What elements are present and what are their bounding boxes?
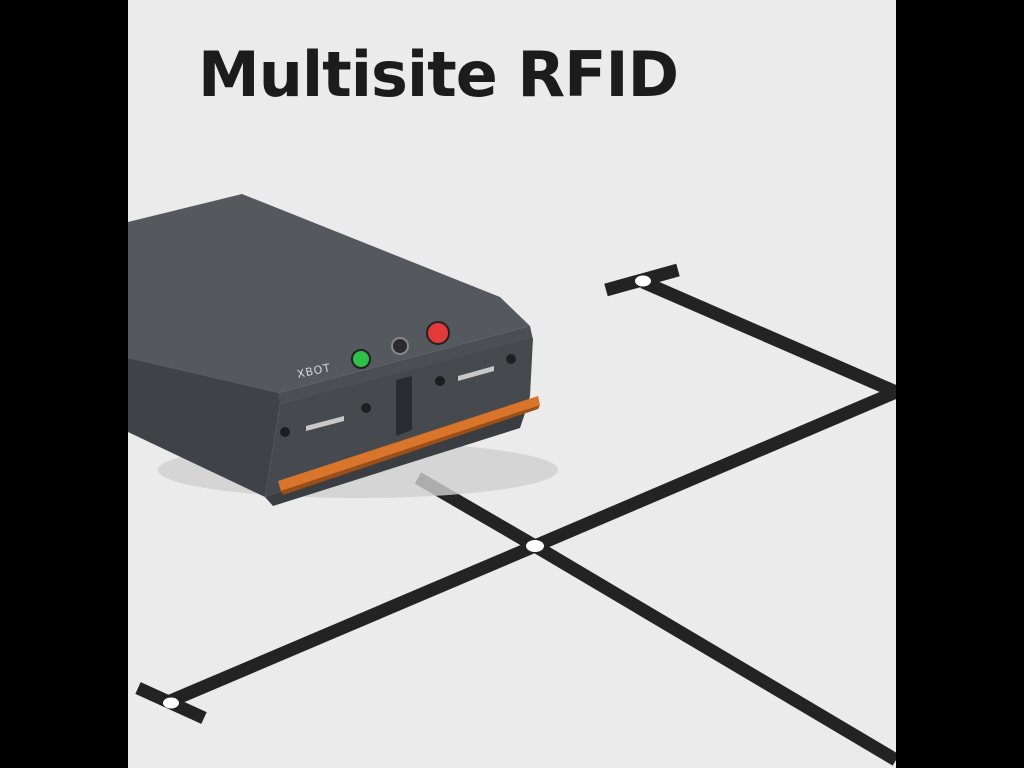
robot-screws bbox=[280, 354, 516, 437]
track-line-northeast bbox=[532, 386, 896, 552]
robot-bumper bbox=[278, 396, 540, 491]
rfid-markers bbox=[163, 275, 651, 709]
product-image: Multisite RFID bbox=[128, 0, 896, 768]
rfid-marker-bottom bbox=[163, 697, 179, 709]
robot-handle-left bbox=[306, 416, 344, 431]
floor-tracks bbox=[135, 263, 896, 766]
track-line-southeast bbox=[531, 540, 896, 766]
rfid-marker-crossing bbox=[526, 540, 544, 552]
robot-bumper-shade bbox=[281, 405, 540, 495]
track-line-southwest bbox=[165, 540, 538, 708]
red-stop-button bbox=[426, 321, 450, 345]
robot-handle-right bbox=[458, 366, 494, 381]
page-title: Multisite RFID bbox=[198, 38, 679, 111]
robot-side bbox=[128, 358, 280, 497]
agv-robot: XBOT bbox=[128, 194, 540, 506]
rfid-marker-top bbox=[635, 275, 651, 287]
key-switch bbox=[391, 337, 409, 355]
robot-center-slot bbox=[396, 376, 412, 436]
robot-top bbox=[128, 194, 530, 393]
floor-scene: XBOT bbox=[128, 194, 896, 766]
track-line-north bbox=[640, 276, 896, 398]
green-start-button bbox=[351, 349, 371, 369]
